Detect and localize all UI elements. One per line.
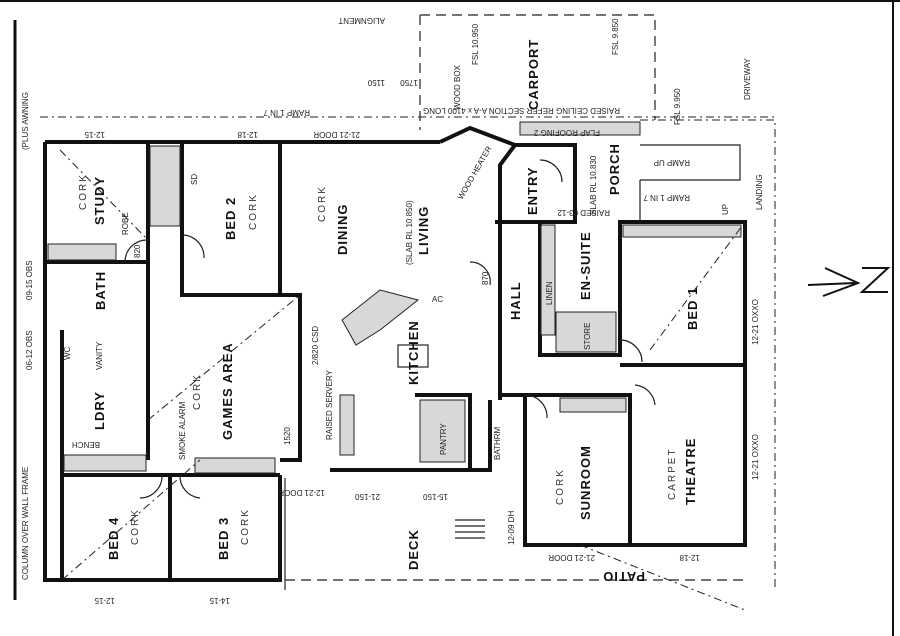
note-sd: SD [190,174,199,185]
note-fsl-3: FSL 9.950 [673,88,682,125]
note-1520: 1520 [283,427,292,445]
label-bathroom: BATHRM [493,426,502,460]
note-win-bed1: 12-21 OXXO [751,299,760,345]
label-pantry: PANTRY [439,423,448,455]
note-1750: 1750 [400,78,418,87]
note-smoke: SMOKE ALARM [178,401,187,460]
note-ramp-up: RAMP UP [654,158,690,167]
label-wc: WC [63,346,72,360]
note-win-deck2: 15-150 [423,492,448,501]
note-ramp-porch: RAMP 1 IN 7 [643,193,690,202]
deck-steps [455,519,485,539]
note-dh: 12-09 DH [507,511,516,545]
note-wood-heater: WOOD HEATER [456,144,494,201]
note-win-theatre-bottom: 12-18 [679,553,700,562]
room-labels: STUDY CORK BED 2 CORK DINING CORK LIVING… [63,39,764,584]
note-raised-servery: RAISED SERVERY [325,369,334,440]
note-raised: RAISED 03-12 [557,208,610,217]
note-win-bed2: 12-18 [237,130,258,139]
finish-bed3: CORK [240,508,251,545]
label-ensuite: EN-SUITE [578,231,593,300]
label-kitchen: KITCHEN [406,320,421,385]
label-carport: CARPORT [526,39,541,110]
label-theatre: THEATRE [683,438,698,505]
note-alignment: ALIGNMENT [338,16,385,25]
doors [124,159,656,499]
note-win-theatre: 12-21 OXXO [751,434,760,480]
label-vanity: VANITY [95,341,104,370]
note-820-csd: 2/820 CSD [311,326,320,365]
label-store: STORE [583,323,592,350]
finish-study: CORK [78,173,89,210]
finish-dining: CORK [317,185,328,222]
kitchen-bench [339,394,355,456]
label-living: LIVING [416,206,431,255]
note-win-left2: 06-12 OBS [25,330,34,370]
north-arrow-icon [807,267,891,297]
label-driveway: DRIVEWAY [743,58,752,100]
note-linen: LINEN [545,281,554,305]
note-win-bed4: 12-15 [94,596,115,605]
note-slab-porch: SLAB RL 10.830 [589,155,598,215]
walls [43,125,747,582]
note-door-870: 870 [481,271,490,285]
robe-sunroom [559,397,627,413]
label-ldry: LDRY [92,391,107,430]
label-landing: LANDING [755,174,764,210]
finish-bed2: CORK [248,193,259,230]
note-win-study: 12-15 [84,130,105,139]
robe-bed1 [622,224,742,238]
label-porch: PORCH [607,143,622,195]
finish-bed4: CORK [130,508,141,545]
kitchen-island [341,289,420,346]
note-win-bed3: 14-15 [209,596,230,605]
robe-bed2 [149,145,181,227]
carport-outline [419,14,656,130]
note-fsl-1: FSL 10.950 [471,23,480,65]
label-deck: DECK [406,529,421,570]
label-patio: PATIO [602,569,645,584]
ramp [639,144,741,222]
finish-games: CORK [192,373,203,410]
finish-theatre: CARPET [667,447,678,500]
note-door-top: 21-21 DOOR [313,130,360,139]
note-door-deck: 12-21 DOOR [278,488,325,497]
note-door-820: 820 [133,244,142,258]
label-bed1: BED 1 [685,287,700,330]
porch-flap-roof [519,121,641,136]
note-ac: AC [432,295,443,304]
note-bench: BENCH [72,440,100,449]
label-study: STUDY [92,176,107,225]
note-1150: 1150 [367,78,385,87]
note-ramp-top: RAMP 1 IN 7 [263,108,310,117]
label-bed3: BED 3 [216,517,231,560]
label-bath: BATH [93,271,108,310]
store-shelves [555,311,617,353]
note-win-sun: 21-21 DOOR [548,553,595,562]
note-win-left1: 09-15 OBS [25,260,34,300]
note-wood-box: WOOD BOX [453,64,462,110]
label-sunroom: SUNROOM [578,445,593,520]
note-column: COLUMN OVER WALL FRAME [21,467,30,580]
note-fsl-2: FSL 9.850 [611,18,620,55]
robe-study [47,243,117,261]
note-raised-ceiling: RAISED CEILING REFER SECTION A-A x 4100 … [423,106,620,115]
note-awning: (PLUS AWNING [21,92,30,150]
robe-bed4 [63,454,147,472]
linen-shelves [540,224,556,336]
label-bed4: BED 4 [106,517,121,560]
finish-sunroom: CORK [555,468,566,505]
note-robe: ROBE [121,212,130,235]
note-up: UP [721,204,730,215]
pantry-shelves [419,399,466,463]
label-dining: DINING [335,204,350,256]
label-hall: HALL [508,281,523,320]
label-bed2: BED 2 [223,197,238,240]
note-flap: FLAP ROOFING 2 [533,128,600,137]
label-games: GAMES AREA [220,342,235,440]
note-win-deck1: 21-150 [355,492,380,501]
robe-bed3 [194,457,276,474]
note-slab-living: (SLAB RL 10.850) [405,200,414,265]
label-entry: ENTRY [525,166,540,215]
